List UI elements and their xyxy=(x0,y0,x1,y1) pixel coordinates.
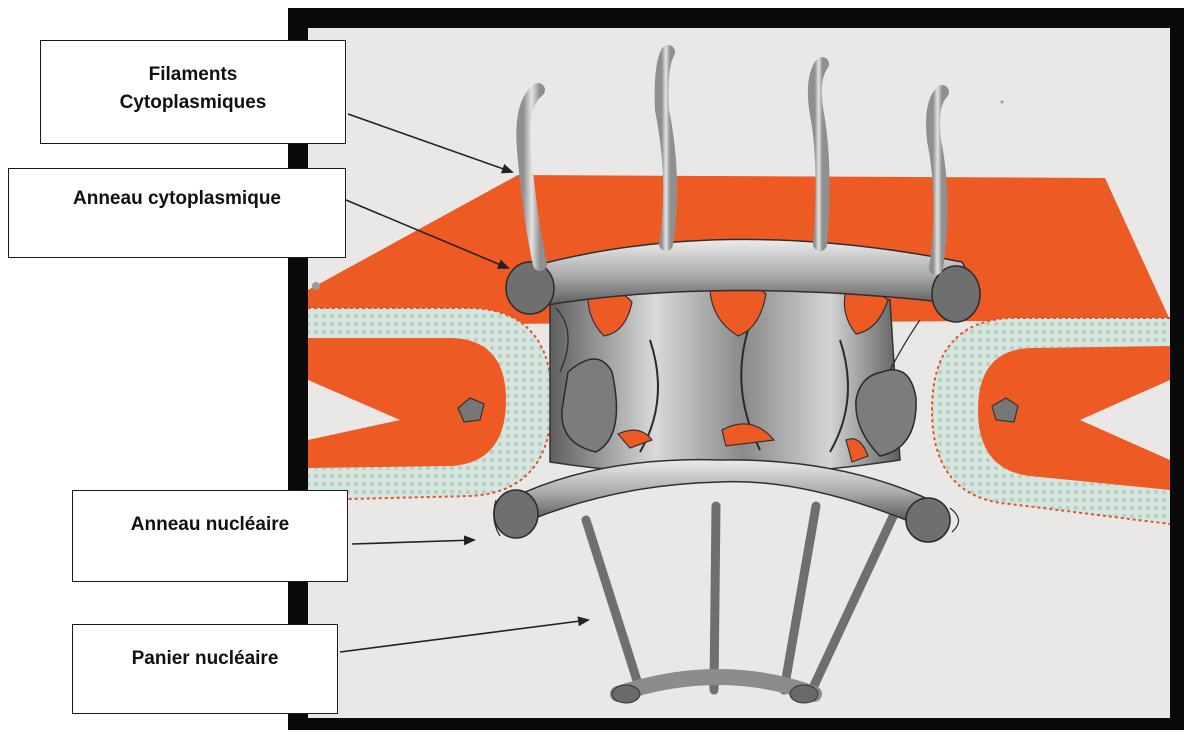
nuclear-ring-knob-right xyxy=(906,498,950,542)
basket-terminal-knob-left xyxy=(612,685,640,703)
basket-terminal-knob-right xyxy=(790,685,818,703)
speck-right xyxy=(1001,101,1004,104)
label-anneau-cytoplasmique: Anneau cytoplasmique xyxy=(8,168,346,258)
label-filaments-line1: Filaments xyxy=(41,61,345,89)
label-filaments-cytoplasmiques: Filaments Cytoplasmiques xyxy=(40,40,346,144)
label-panier-nucleaire: Panier nucléaire xyxy=(72,624,338,714)
spoke-lobe-left xyxy=(562,359,617,452)
label-panier-nucleaire-text: Panier nucléaire xyxy=(73,645,337,673)
label-anneau-cytoplasmique-text: Anneau cytoplasmique xyxy=(9,185,345,213)
label-anneau-nucleaire: Anneau nucléaire xyxy=(72,490,348,582)
label-filaments-line2: Cytoplasmiques xyxy=(41,89,345,117)
cytoplasmic-ring-knob-right xyxy=(932,266,980,322)
nuclear-ring-knob-left xyxy=(494,490,538,538)
speck-left xyxy=(312,282,320,290)
label-anneau-nucleaire-text: Anneau nucléaire xyxy=(73,511,347,539)
cytoplasmic-ring-knob-left xyxy=(506,262,554,314)
